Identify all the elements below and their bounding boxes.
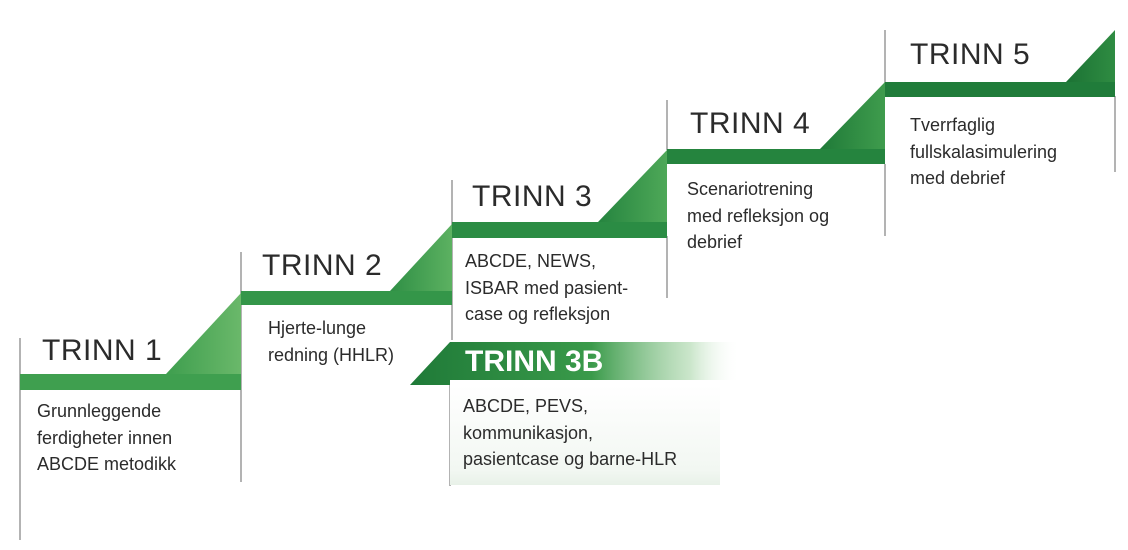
step-5-description: Tverrfaglig fullskalasimulering med debr… (910, 115, 1058, 188)
step-2-title: TRINN 2 (262, 249, 383, 282)
step-4-shape (667, 82, 885, 164)
step-4-title: TRINN 4 (690, 107, 811, 140)
step-1-description: Grunnleggende ferdigheter innen ABCDE me… (37, 401, 177, 474)
step-3b-shape (410, 342, 740, 485)
step-1-title: TRINN 1 (42, 334, 163, 367)
step-2-description: Hjerte-lunge redning (HHLR) (268, 318, 395, 365)
step-1-shape (20, 293, 241, 390)
step-3-shape (452, 150, 667, 238)
step-5-title: TRINN 5 (910, 38, 1031, 71)
step-3-title: TRINN 3 (472, 180, 593, 213)
step-3b-title: TRINN 3B (465, 345, 604, 378)
step-5-shape (885, 30, 1115, 97)
step-3b-description: ABCDE, PEVS, kommunikasjon, pasientcase … (463, 396, 678, 469)
step-4-description: Scenariotrening med refleksjon og debrie… (687, 179, 830, 252)
step-2-shape (241, 224, 452, 305)
step-3-description: ABCDE, NEWS, ISBAR med pasient- case og … (465, 251, 629, 324)
